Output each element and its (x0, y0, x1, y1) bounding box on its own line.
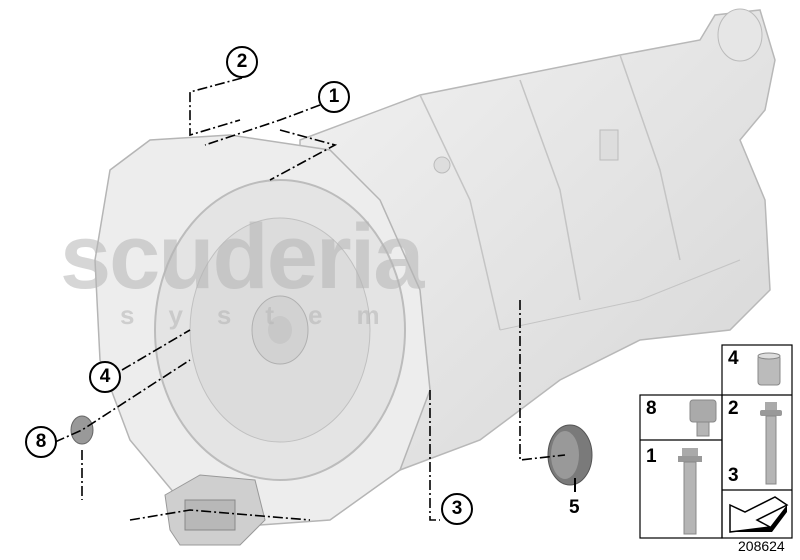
leader-lines (54, 77, 566, 521)
panel-label-4: 4 (728, 348, 739, 369)
part-8-plug (70, 415, 94, 445)
hex-flange-bolt-icon (678, 448, 702, 535)
control-module (164, 474, 266, 546)
panel-label-8: 8 (646, 398, 657, 419)
panel-label-2: 2 (728, 398, 739, 419)
part-5-cover (547, 424, 593, 486)
torx-bolt-icon (760, 402, 782, 485)
callout-5[interactable]: 5 (569, 497, 580, 518)
panel-label-3: 3 (728, 465, 739, 486)
callout-1[interactable]: 1 (318, 81, 350, 113)
callout-3[interactable]: 3 (441, 493, 473, 525)
panel-label-1: 1 (646, 446, 657, 467)
parts-panel (639, 344, 793, 539)
callout-4[interactable]: 4 (89, 361, 121, 393)
dowel-sleeve-icon (757, 352, 781, 386)
direction-arrow-icon (729, 496, 789, 533)
callout-2[interactable]: 2 (226, 46, 258, 78)
hex-socket-screw-icon (689, 399, 717, 437)
diagram-reference-number: 208624 (738, 538, 785, 554)
callout-8[interactable]: 8 (25, 426, 57, 458)
